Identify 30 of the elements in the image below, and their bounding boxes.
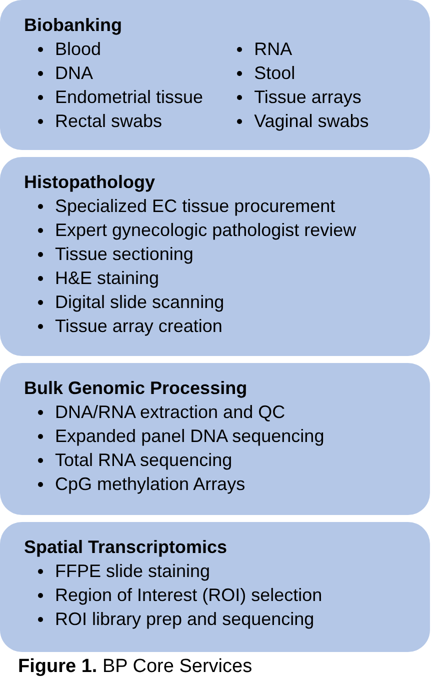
panel-heading: Histopathology xyxy=(24,171,155,194)
service-panel xyxy=(0,0,430,150)
list-item: DNA xyxy=(55,62,94,85)
service-panel xyxy=(0,157,430,356)
list-item: Tissue sectioning xyxy=(55,243,194,266)
list-item: DNA/RNA extraction and QC xyxy=(55,401,286,424)
list-item: Blood xyxy=(55,38,102,61)
figure-caption: Figure 1. BP Core Services xyxy=(17,655,252,679)
service-panel xyxy=(0,522,430,652)
list-item: Stool xyxy=(254,62,296,85)
list-item: Total RNA sequencing xyxy=(55,449,232,472)
list-item: RNA xyxy=(254,38,292,61)
list-item: H&E staining xyxy=(55,267,160,290)
list-item: ROI library prep and sequencing xyxy=(55,608,314,631)
panel-heading: Biobanking xyxy=(24,14,122,37)
list-item: CpG methylation Arrays xyxy=(55,473,246,496)
list-item: Specialized EC tissue procurement xyxy=(55,195,336,218)
list-item: Digital slide scanning xyxy=(55,291,224,314)
list-item: FFPE slide staining xyxy=(55,560,210,583)
service-panel xyxy=(0,363,430,515)
list-item: Tissue array creation xyxy=(55,315,222,338)
list-item: Region of Interest (ROI) selection xyxy=(55,584,322,607)
list-item: Tissue arrays xyxy=(254,86,362,109)
panel-heading: Spatial Transcriptomics xyxy=(24,536,228,559)
panel-heading: Bulk Genomic Processing xyxy=(24,377,248,400)
list-item: Expanded panel DNA sequencing xyxy=(55,425,324,448)
list-item: Endometrial tissue xyxy=(55,86,204,109)
list-item: Rectal swabs xyxy=(55,110,162,133)
list-item: Vaginal swabs xyxy=(254,110,369,133)
list-item: Expert gynecologic pathologist review xyxy=(55,219,356,242)
